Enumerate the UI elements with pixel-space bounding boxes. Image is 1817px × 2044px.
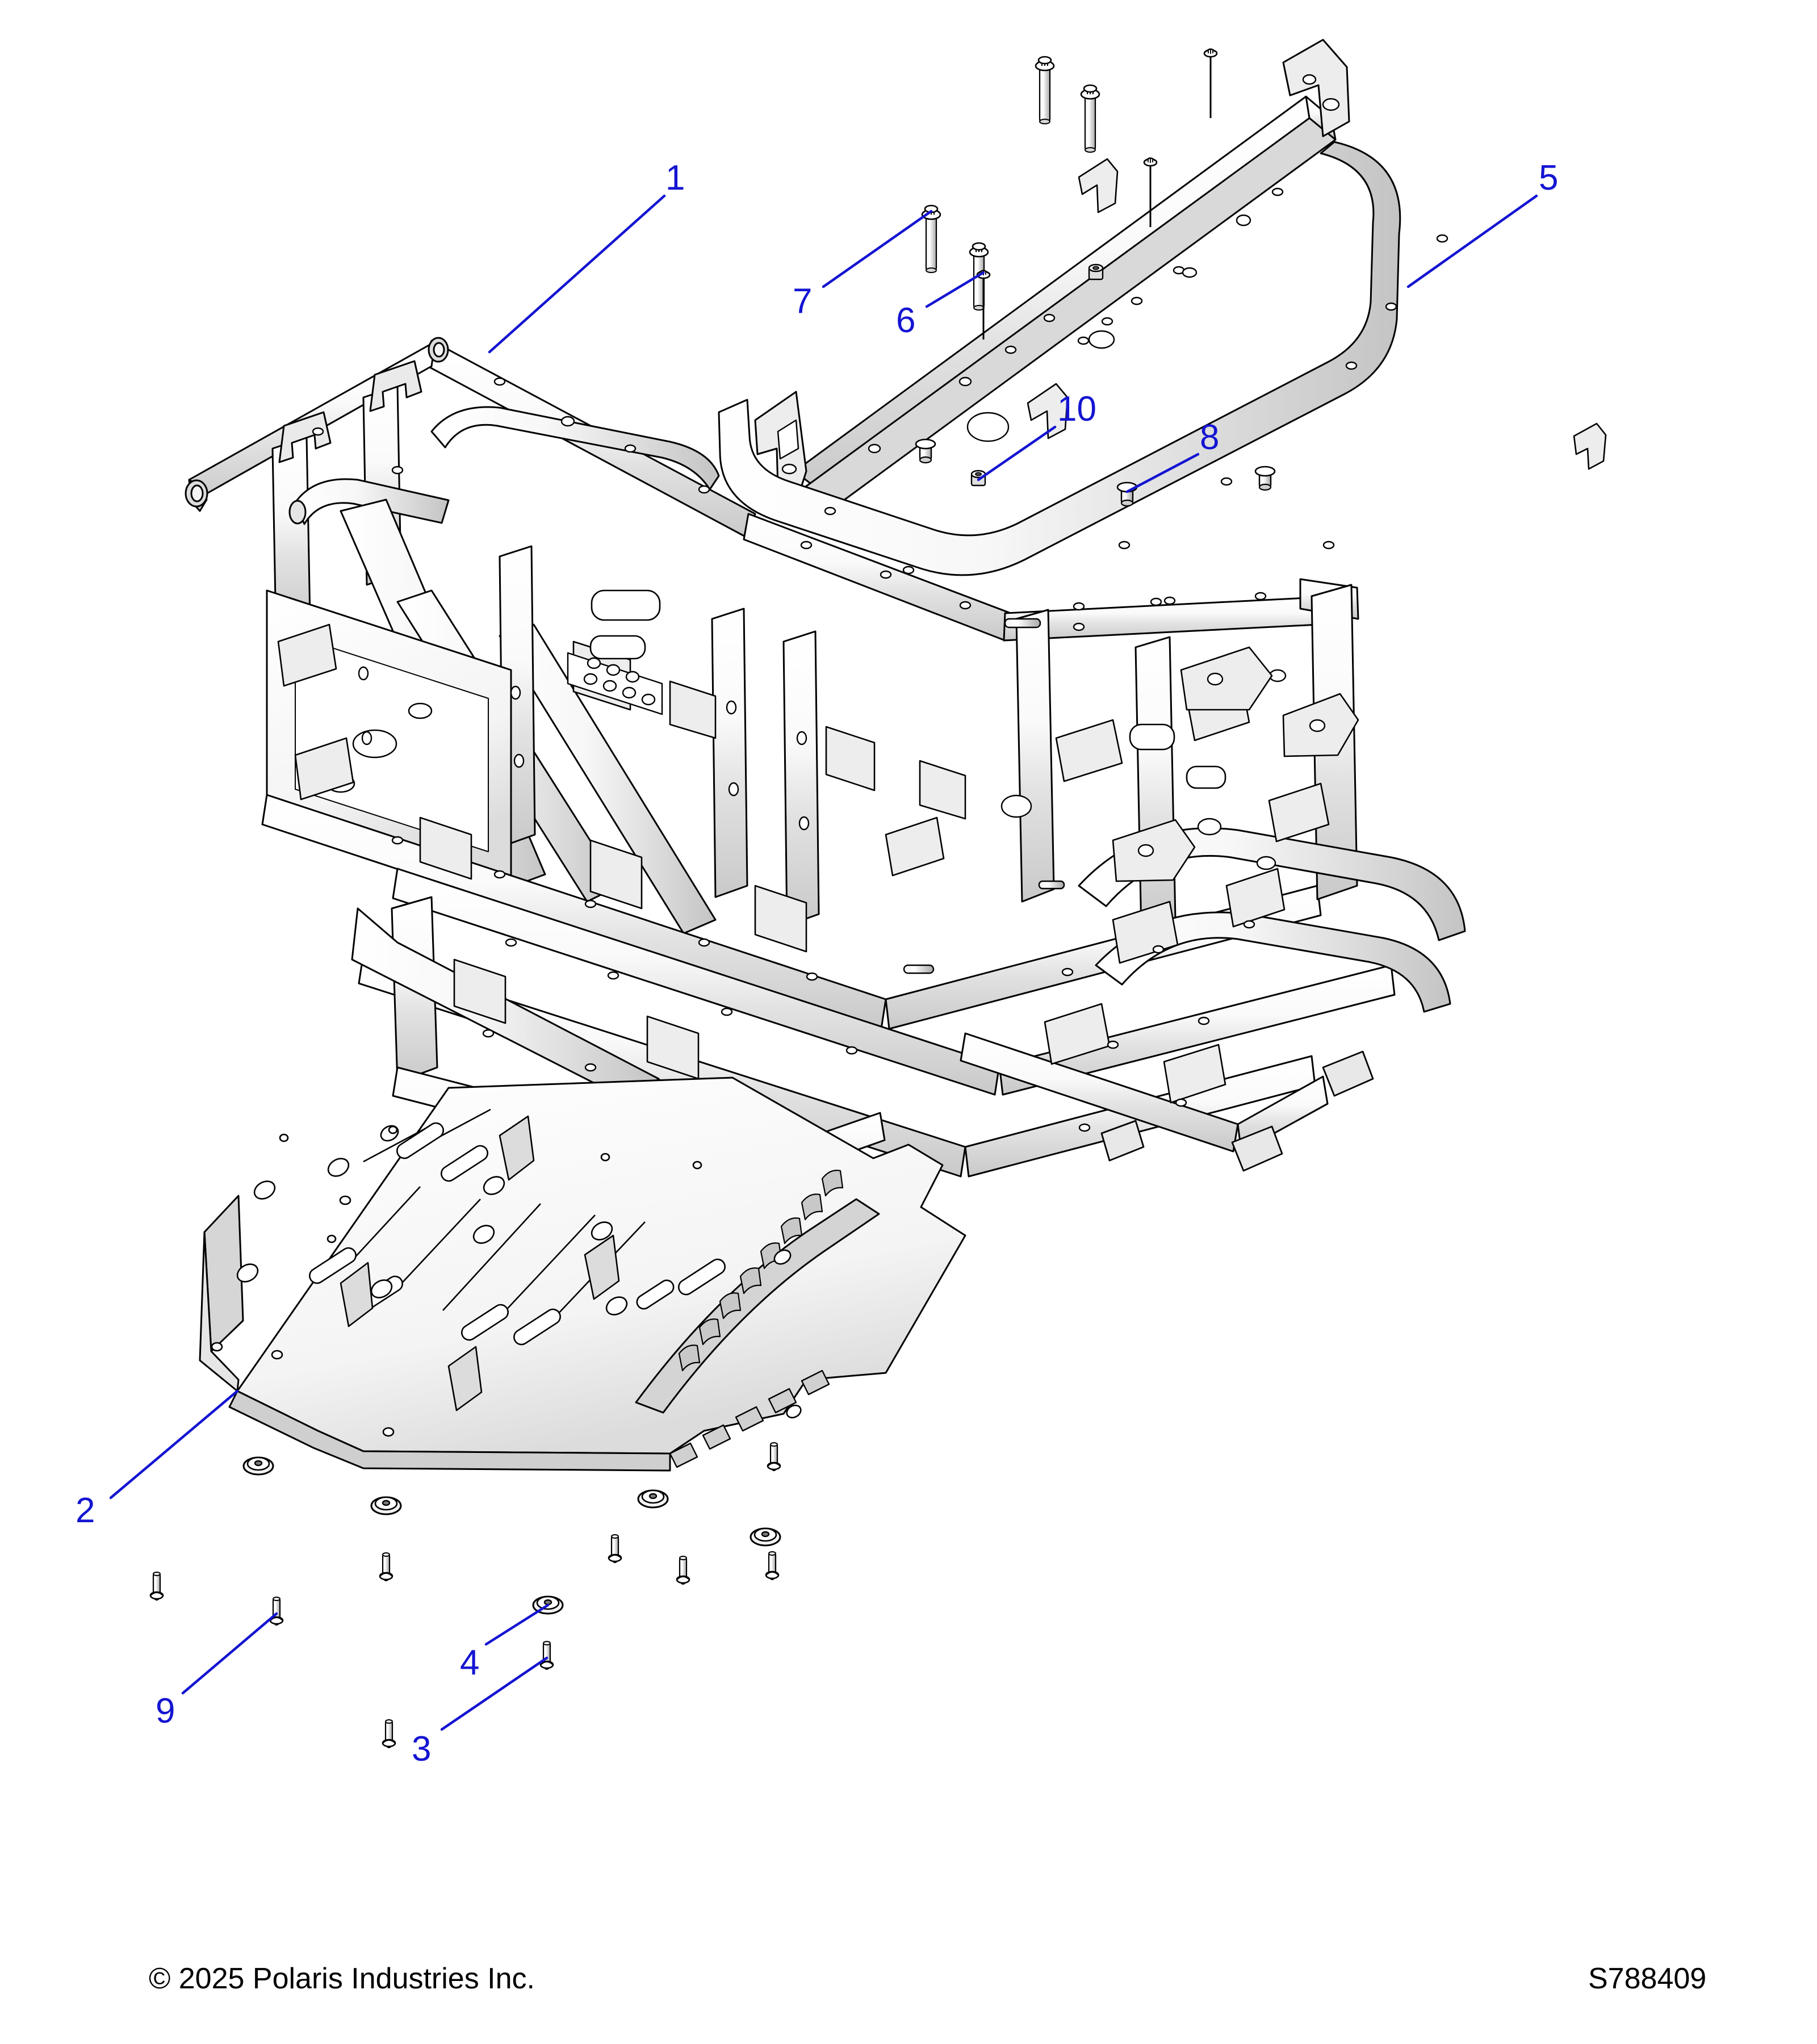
main-frame-weldment: [185, 337, 1466, 1188]
leader-line-9: [181, 1612, 278, 1695]
callout-8[interactable]: 8: [1200, 418, 1220, 457]
callout-1[interactable]: 1: [665, 158, 685, 198]
callout-7[interactable]: 7: [793, 282, 813, 321]
leader-line-5: [1406, 194, 1538, 288]
callout-3[interactable]: 3: [412, 1729, 432, 1769]
leader-line-7: [822, 210, 933, 288]
leader-line-3: [440, 1656, 549, 1731]
leader-line-4: [484, 1603, 550, 1646]
callout-4[interactable]: 4: [460, 1643, 480, 1682]
callout-10[interactable]: 10: [1057, 389, 1096, 429]
callout-5[interactable]: 5: [1539, 158, 1559, 198]
sealing-washer: [242, 1456, 781, 1615]
cargo-box-support-rail: [718, 39, 1607, 631]
leader-line-6: [925, 271, 985, 308]
drawing-part-number: S788409: [1588, 1962, 1707, 1995]
callout-9[interactable]: 9: [156, 1691, 175, 1731]
shoulder-screw: [382, 1534, 780, 1749]
leader-line-1: [488, 194, 666, 354]
leader-line-8: [1125, 453, 1200, 493]
copyright-notice: © 2025 Polaris Industries Inc.: [149, 1962, 535, 1995]
front-skid-plate: [199, 1077, 966, 1472]
callout-leader-lines: [109, 194, 1538, 1731]
callout-2[interactable]: 2: [76, 1491, 95, 1530]
leader-line-2: [109, 1389, 239, 1500]
callout-6[interactable]: 6: [896, 301, 916, 340]
leader-line-10: [977, 425, 1057, 481]
